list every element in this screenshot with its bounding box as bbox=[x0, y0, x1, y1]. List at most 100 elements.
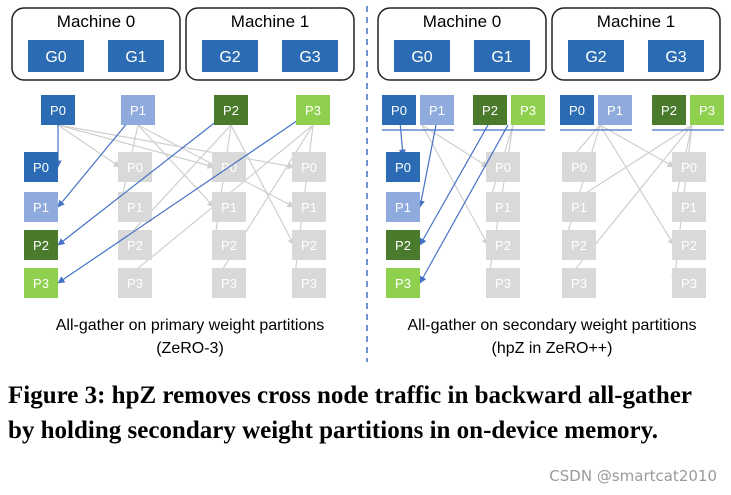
right-grey-partition bbox=[672, 192, 706, 222]
left-gathered-partition bbox=[24, 268, 58, 298]
left-caption-line1: All-gather on primary weight partitions bbox=[56, 317, 325, 334]
left-active-arrow bbox=[57, 109, 232, 246]
left-top-partition-label: P2 bbox=[223, 103, 239, 118]
right-gathered-partition bbox=[386, 268, 420, 298]
left-faded-arrow bbox=[57, 124, 295, 170]
right-top-partition bbox=[382, 95, 416, 125]
right-grey-partition-label: P1 bbox=[495, 200, 511, 215]
right-grey-partition bbox=[562, 152, 596, 182]
left-grey-partition bbox=[212, 268, 246, 298]
right-grey-partition bbox=[486, 230, 520, 260]
right-faded-arrow bbox=[599, 124, 675, 246]
left-active-arrow bbox=[57, 109, 314, 284]
left-faded-arrow bbox=[211, 124, 232, 246]
left-gpu-g1 bbox=[108, 40, 164, 72]
left-top-partition bbox=[214, 95, 248, 125]
left-machine-0: Machine 0 G0 G1 bbox=[11, 7, 181, 81]
right-faded-arrow bbox=[562, 124, 601, 246]
left-faded-arrow bbox=[119, 124, 232, 246]
active-arrows bbox=[54, 109, 509, 284]
right-gathered-partition-label: P3 bbox=[395, 276, 411, 291]
right-top-partition-label: P1 bbox=[429, 103, 445, 118]
right-grey-partition bbox=[486, 268, 520, 298]
right-top-partition-label: P3 bbox=[520, 103, 536, 118]
right-gpu-g2 bbox=[568, 40, 624, 72]
right-top-partition-label: P2 bbox=[482, 103, 498, 118]
watermark: CSDN @smartcat2010 bbox=[549, 467, 717, 485]
left-grey-partition-label: P0 bbox=[127, 160, 143, 175]
left-top-partition bbox=[296, 95, 330, 125]
left-grey-partition-label: P3 bbox=[221, 276, 237, 291]
right-top-partition-label: P2 bbox=[661, 103, 677, 118]
left-grey-partition bbox=[292, 230, 326, 260]
left-top-partition bbox=[121, 95, 155, 125]
left-gathered-partition bbox=[24, 230, 58, 260]
left-faded-arrow bbox=[137, 124, 215, 208]
svg-text:G3: G3 bbox=[665, 49, 686, 66]
right-top-partition bbox=[560, 95, 594, 125]
svg-text:G2: G2 bbox=[219, 49, 240, 66]
svg-text:G3: G3 bbox=[299, 49, 320, 66]
left-grey-partition bbox=[212, 230, 246, 260]
right-gpu-g1 bbox=[474, 40, 530, 72]
right-grey-partition bbox=[672, 230, 706, 260]
left-gathered-partition bbox=[24, 152, 58, 182]
right-grey-partition-label: P3 bbox=[571, 276, 587, 291]
left-top-partition bbox=[41, 95, 75, 125]
svg-text:G0: G0 bbox=[411, 49, 432, 66]
right-gathered-partition bbox=[386, 152, 420, 182]
right-top-partition-label: P3 bbox=[699, 103, 715, 118]
left-grey-partition bbox=[292, 192, 326, 222]
svg-text:G1: G1 bbox=[125, 49, 146, 66]
right-gathered-partition-label: P1 bbox=[395, 200, 411, 215]
svg-text:G0: G0 bbox=[45, 49, 66, 66]
left-grey-partition bbox=[118, 268, 152, 298]
right-faded-arrow bbox=[421, 124, 489, 246]
left-grey-partition bbox=[292, 152, 326, 182]
left-grey-partition-label: P1 bbox=[127, 200, 143, 215]
left-grey-partition bbox=[118, 192, 152, 222]
right-grey-partition bbox=[486, 152, 520, 182]
right-gpu-g3 bbox=[648, 40, 704, 72]
right-machine-0-title: Machine 0 bbox=[423, 12, 501, 31]
left-grey-partition-label: P2 bbox=[127, 238, 143, 253]
right-top-partition bbox=[420, 95, 454, 125]
right-gpu-g0 bbox=[394, 40, 450, 72]
right-top-partition-label: P1 bbox=[607, 103, 623, 118]
left-grey-partition bbox=[212, 192, 246, 222]
right-caption-line1: All-gather on secondary weight partition… bbox=[407, 317, 696, 334]
right-grey-partition-label: P0 bbox=[571, 160, 587, 175]
right-top-partition-label: P0 bbox=[391, 103, 407, 118]
right-grey-partition bbox=[562, 230, 596, 260]
left-active-arrow bbox=[57, 109, 139, 208]
svg-text:G2: G2 bbox=[585, 49, 606, 66]
right-faded-arrow bbox=[421, 124, 489, 168]
left-faded-arrow bbox=[57, 124, 215, 169]
right-active-arrow bbox=[419, 124, 509, 284]
left-gpu-g3 bbox=[282, 40, 338, 72]
right-grey-partition-label: P3 bbox=[495, 276, 511, 291]
left-grey-partition-label: P1 bbox=[221, 200, 237, 215]
right-faded-arrow bbox=[599, 124, 675, 168]
right-gathered-partition-label: P0 bbox=[395, 160, 411, 175]
left-gathered-partition-label: P2 bbox=[33, 238, 49, 253]
figure-caption: Figure 3: hpZ removes cross node traffic… bbox=[8, 382, 692, 444]
left-top-partition-label: P1 bbox=[130, 103, 146, 118]
left-grey-partition bbox=[292, 268, 326, 298]
left-machine-0-title: Machine 0 bbox=[57, 12, 135, 31]
right-grey-partition-label: P1 bbox=[681, 200, 697, 215]
left-gpu-g2 bbox=[202, 40, 258, 72]
left-top-partition-label: P0 bbox=[50, 103, 66, 118]
left-grey-partition-label: P2 bbox=[221, 238, 237, 253]
left-grey-partition bbox=[118, 230, 152, 260]
right-grey-partition bbox=[562, 192, 596, 222]
right-machine-0: Machine 0 G0 G1 bbox=[377, 7, 547, 81]
right-grey-partition-label: P2 bbox=[571, 238, 587, 253]
right-machine-1-title: Machine 1 bbox=[597, 12, 675, 31]
left-gathered-partition-label: P0 bbox=[33, 160, 49, 175]
right-grey-partition-label: P0 bbox=[495, 160, 511, 175]
right-grey-partition bbox=[486, 192, 520, 222]
left-gathered-partition bbox=[24, 192, 58, 222]
right-grey-partition bbox=[672, 152, 706, 182]
